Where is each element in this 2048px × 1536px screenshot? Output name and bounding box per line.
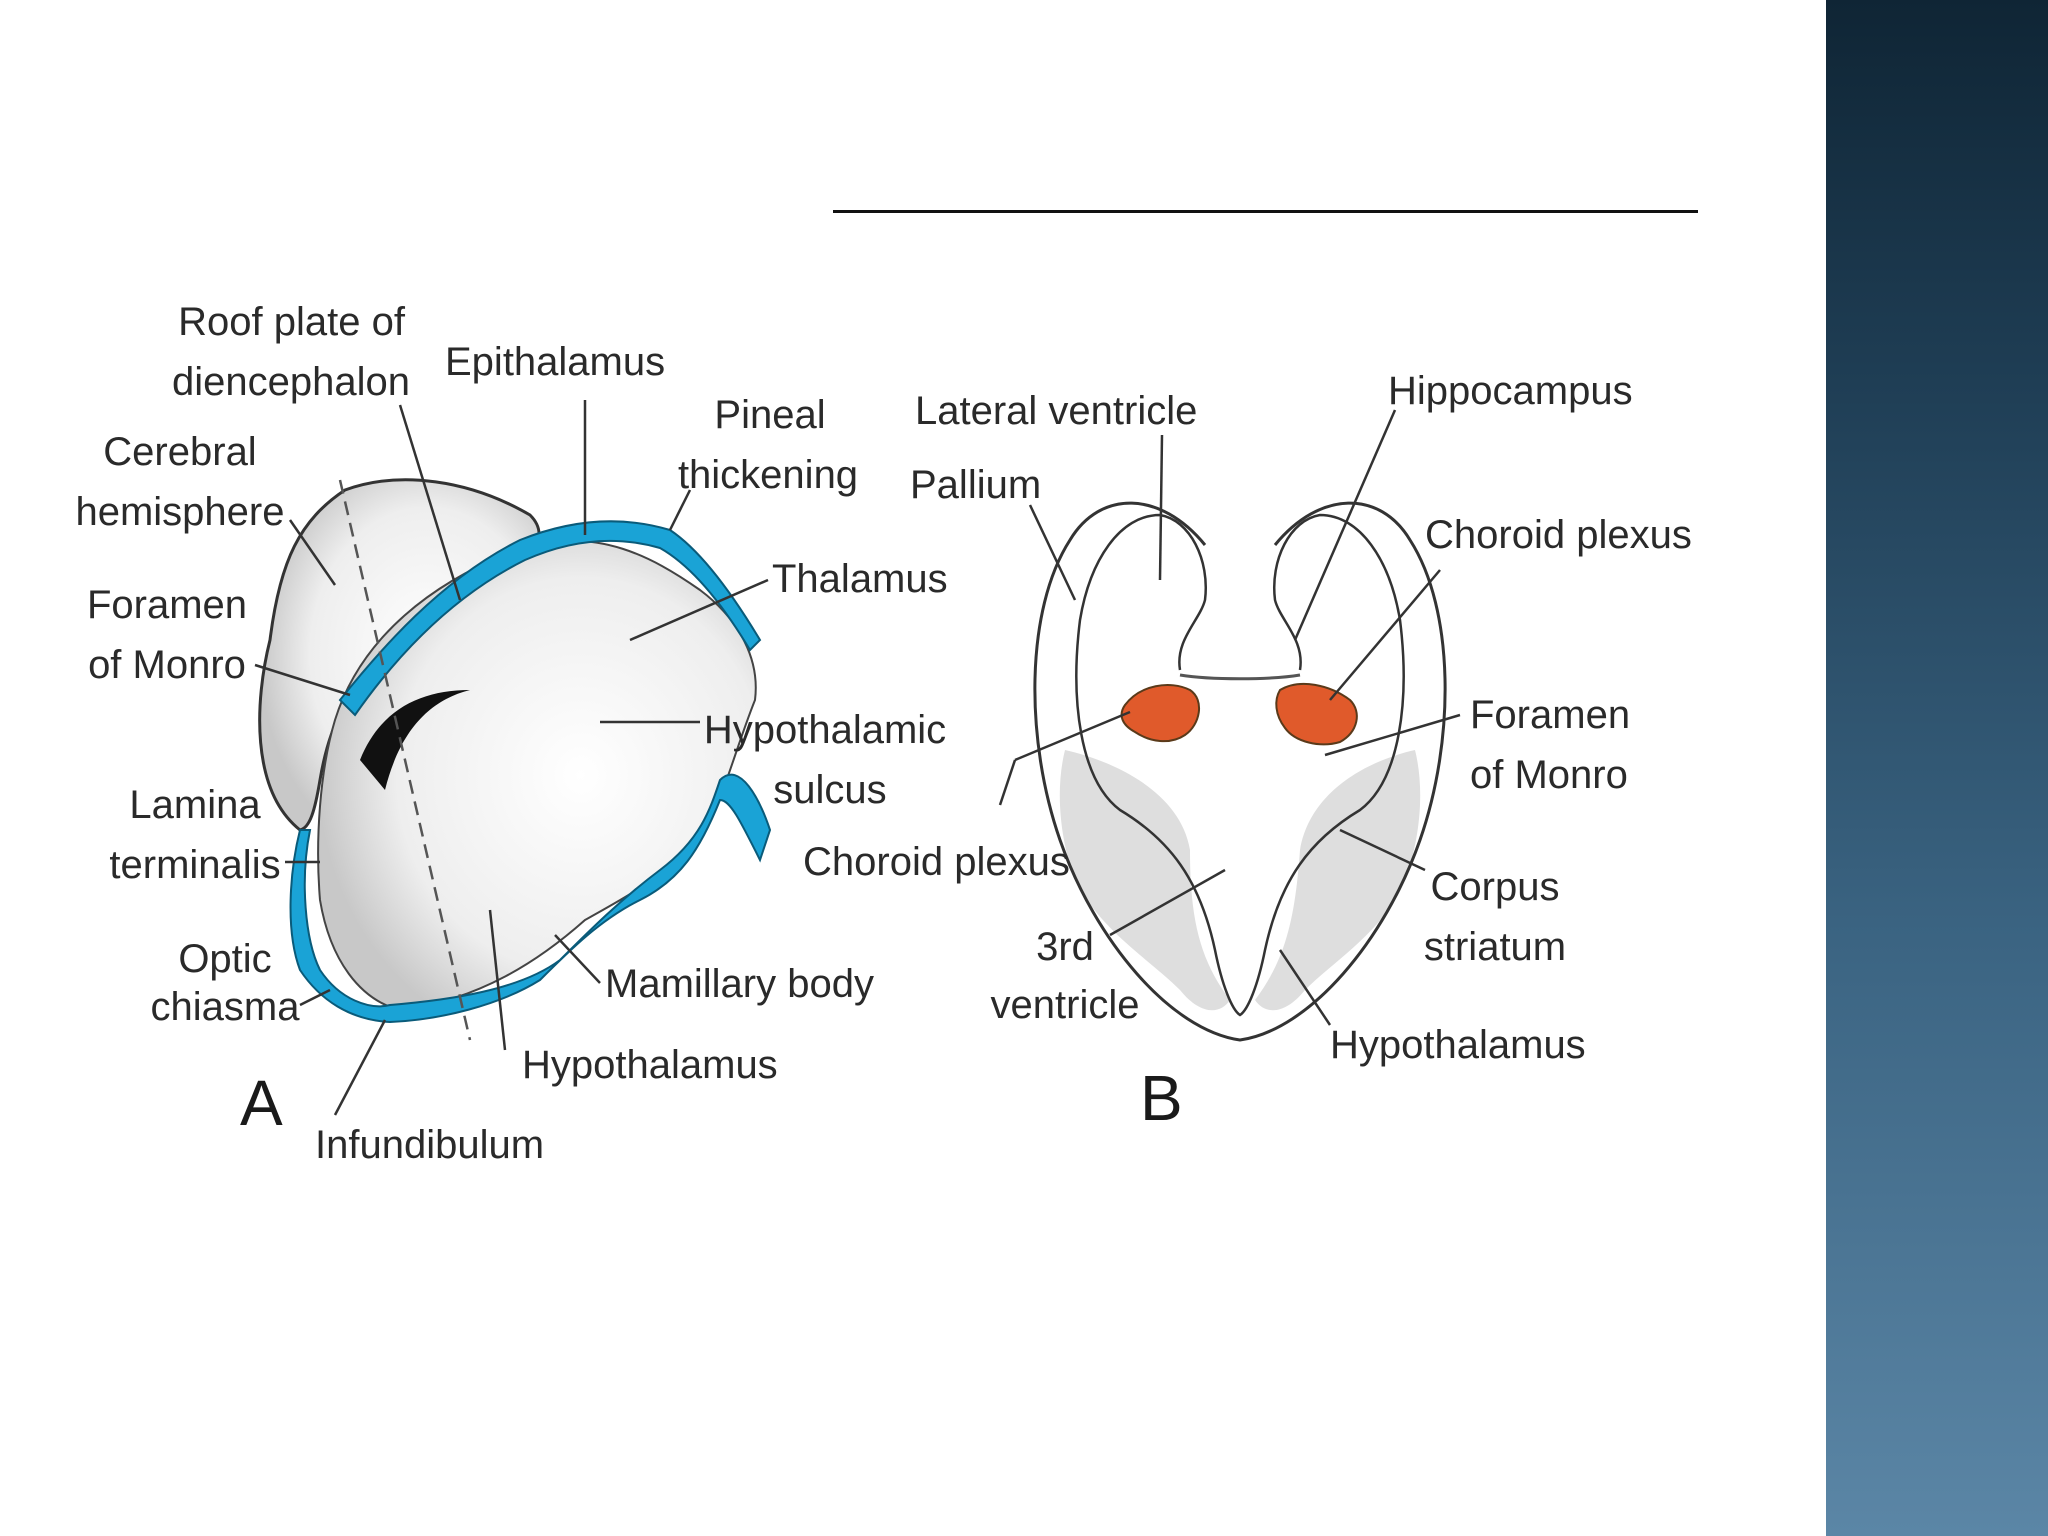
right-striatum-shape bbox=[1255, 750, 1421, 1011]
label-corpus-striatum-line1: Corpus bbox=[1431, 865, 1560, 909]
label-mamillary-body: Mamillary body bbox=[605, 962, 874, 1006]
label-hypothalamus-a: Hypothalamus bbox=[522, 1043, 778, 1087]
label-roof-plate-line1: Roof plate of bbox=[178, 300, 406, 344]
panel-a: Roof plate of diencephalon Epithalamus P… bbox=[75, 300, 947, 1167]
third-ventricle-roof bbox=[1179, 673, 1301, 681]
section-dashed-line bbox=[338, 479, 472, 1041]
label-cerebral-line1: Cerebral bbox=[103, 430, 256, 474]
label-third-ventricle-line1: 3rd bbox=[1036, 925, 1094, 969]
label-cerebral-line2: hemisphere bbox=[75, 490, 284, 534]
foramen-shadow-shape bbox=[360, 690, 470, 790]
panel-letter-a: A bbox=[240, 1067, 283, 1139]
label-lamina-line2: terminalis bbox=[109, 843, 280, 887]
label-lateral-ventricle: Lateral ventricle bbox=[915, 389, 1197, 433]
label-choroid-plexus-left: Choroid plexus bbox=[803, 840, 1070, 884]
label-hypothalamus-b: Hypothalamus bbox=[1330, 1023, 1586, 1067]
side-decor-panel bbox=[1826, 0, 2048, 1536]
choroid-plexus-left bbox=[1120, 684, 1200, 743]
left-striatum-shape bbox=[1059, 750, 1230, 1011]
panel-a-leaders bbox=[254, 400, 769, 1116]
label-foramen-b-line1: Foramen bbox=[1470, 693, 1630, 737]
label-epithalamus: Epithalamus bbox=[445, 340, 665, 384]
label-thalamus: Thalamus bbox=[772, 557, 948, 601]
label-hypothalamic-sulcus-line2: sulcus bbox=[773, 768, 886, 812]
label-corpus-striatum-line2: striatum bbox=[1424, 925, 1566, 969]
roof-plate-band bbox=[338, 520, 762, 717]
title-rule bbox=[833, 210, 1698, 213]
label-optic-line2: chiasma bbox=[151, 985, 301, 1029]
label-foramen-b-line2: of Monro bbox=[1470, 753, 1628, 797]
label-foramen-a-line1: Foramen bbox=[87, 583, 247, 627]
pallium-inner-wall bbox=[1075, 513, 1405, 1017]
label-pineal-line1: Pineal bbox=[714, 393, 825, 437]
pallium-outer-wall bbox=[1033, 501, 1447, 1042]
floor-plate-band bbox=[289, 773, 772, 1024]
panel-b: Lateral ventricle Hippocampus Pallium Ch… bbox=[803, 369, 1692, 1134]
label-pineal-line2: thickening bbox=[678, 453, 858, 497]
label-hippocampus: Hippocampus bbox=[1388, 369, 1633, 413]
label-roof-plate-line2: diencephalon bbox=[172, 360, 410, 404]
label-infundibulum: Infundibulum bbox=[315, 1123, 544, 1167]
choroid-plexus-right bbox=[1275, 682, 1358, 746]
label-hypothalamic-sulcus-line1: Hypothalamic bbox=[704, 708, 946, 752]
label-foramen-a-line2: of Monro bbox=[88, 643, 246, 687]
panel-letter-b: B bbox=[1140, 1062, 1183, 1134]
label-lamina-line1: Lamina bbox=[129, 783, 261, 827]
panel-b-leaders bbox=[998, 409, 1461, 1026]
label-third-ventricle-line2: ventricle bbox=[991, 983, 1140, 1027]
diencephalon-figure: Roof plate of diencephalon Epithalamus P… bbox=[75, 300, 1692, 1167]
label-pallium: Pallium bbox=[910, 463, 1041, 507]
label-optic-line1: Optic bbox=[178, 937, 271, 981]
label-choroid-plexus-right: Choroid plexus bbox=[1425, 513, 1692, 557]
